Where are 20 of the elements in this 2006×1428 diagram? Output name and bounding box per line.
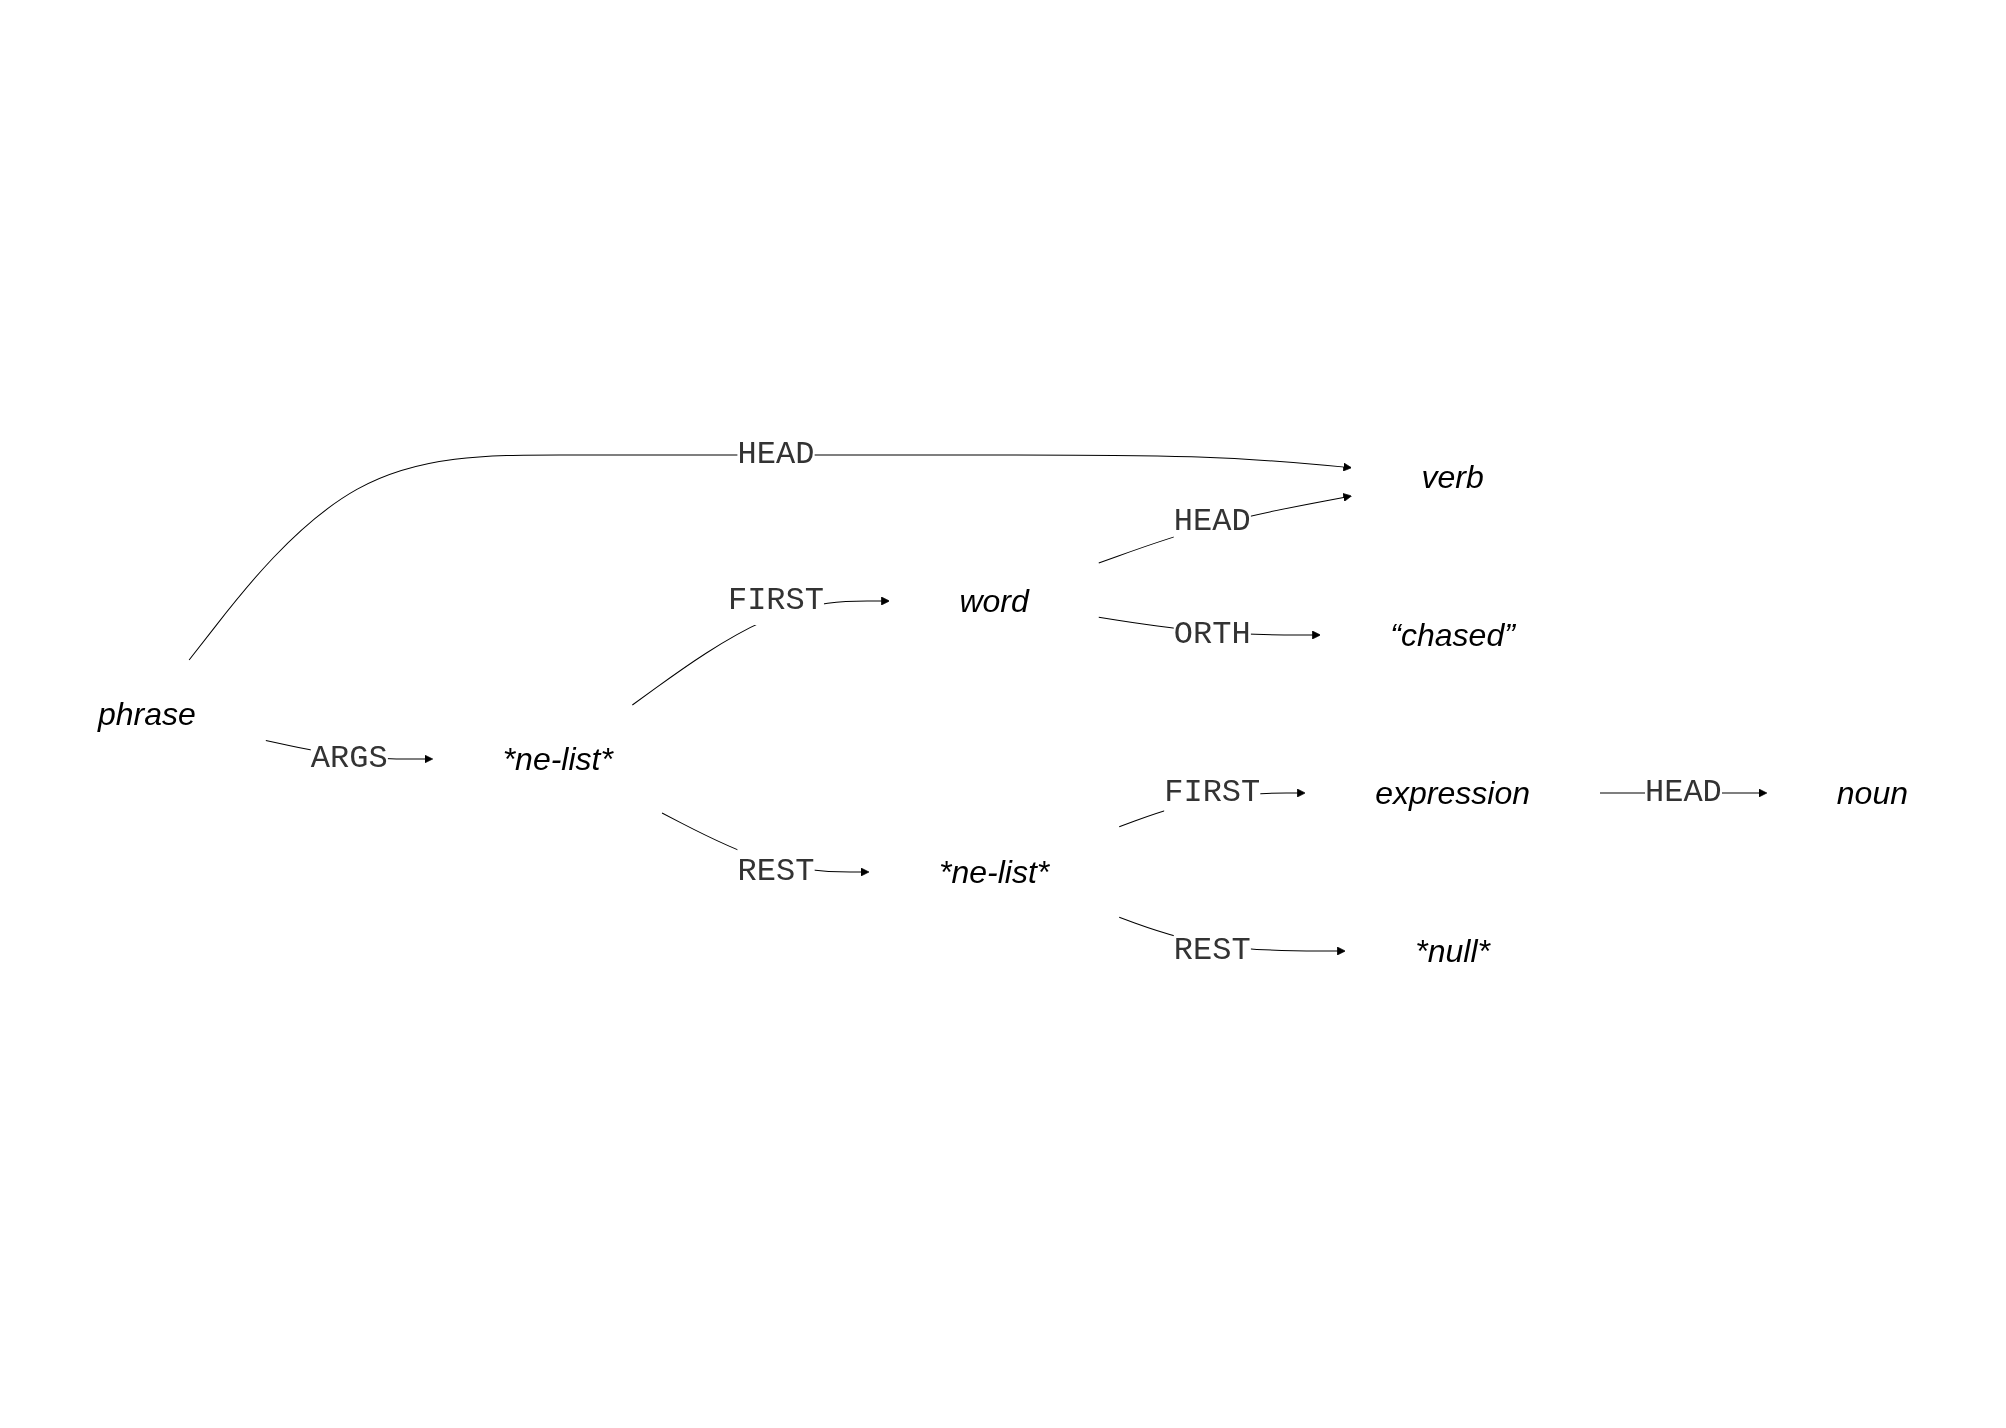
edge-label: ARGS	[310, 740, 388, 777]
edge-label: REST	[1173, 932, 1251, 969]
edge-label: ORTH	[1173, 616, 1251, 653]
node-text: word	[959, 583, 1029, 619]
node-text: “chased”	[1390, 617, 1515, 653]
node-text: expression	[1375, 775, 1530, 811]
arrow	[188, 454, 1352, 661]
edge-label: FIRST	[1164, 774, 1261, 811]
node-text: phrase	[98, 696, 196, 732]
edge-label: HEAD	[737, 436, 815, 473]
node-text: verb	[1421, 459, 1484, 495]
node-text: noun	[1836, 775, 1908, 811]
edge-label: FIRST	[727, 582, 824, 619]
node-text: *ne-list*	[502, 741, 613, 777]
edge-label: HEAD	[1644, 774, 1722, 811]
node-text: *ne-list*	[938, 854, 1050, 890]
edge-label: REST	[737, 853, 815, 890]
arrow	[1098, 493, 1352, 564]
edge-label: HEAD	[1173, 503, 1251, 540]
node-text: *null*	[1415, 933, 1490, 969]
